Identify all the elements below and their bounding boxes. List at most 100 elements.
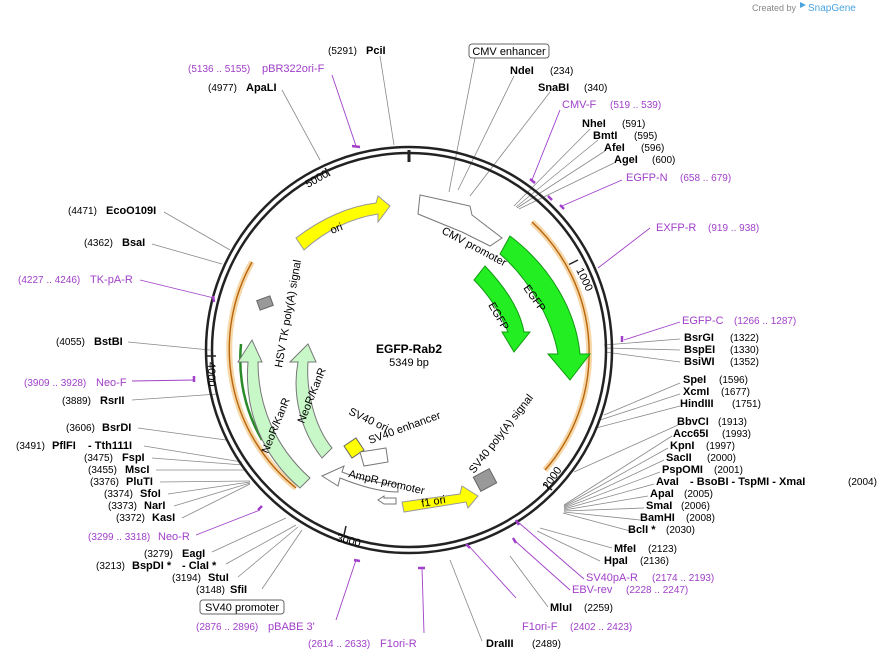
sv40-ori-box <box>343 437 365 459</box>
site-eagi-name: EagI <box>182 548 205 560</box>
primer-exfpr-range: (919 .. 938) <box>708 223 759 234</box>
site-apali-name: ApaLI <box>246 82 277 94</box>
site-eagi-pos: (3279) <box>144 549 173 560</box>
ruler-4000: 4000 <box>205 362 217 386</box>
primer-neor-name: Neo-R <box>158 531 190 543</box>
ampr-promoter-arrow <box>320 465 399 493</box>
primer-sv40par-name: SV40pA-R <box>586 572 638 584</box>
site-avai-pos: (2004) <box>848 477 877 488</box>
label-sv40-polya: SV40 poly(A) signal <box>467 392 536 476</box>
primer-sv40par-range: (2174 .. 2193) <box>652 573 714 584</box>
ori-arrow <box>295 195 391 251</box>
primer-pbr322-range: (5136 .. 5155) <box>188 64 250 75</box>
site-acc65i-name: Acc65I <box>673 428 708 440</box>
hsv-tk-box <box>256 295 274 311</box>
site-sacii-name: SacII <box>666 452 692 464</box>
site-avai-rest: - BsoBI - TspMI - XmaI <box>690 476 805 488</box>
site-rsrii-name: RsrII <box>100 395 124 407</box>
site-spei-name: SpeI <box>683 374 706 386</box>
site-hpai-name: HpaI <box>604 555 628 567</box>
label-f1-ori: f1 ori <box>420 494 446 510</box>
site-pflfi-pos: (3491) <box>16 441 45 452</box>
site-ndei-name: NdeI <box>510 65 534 77</box>
site-kpni-name: KpnI <box>670 440 694 452</box>
plasmid-length: 5349 bp <box>389 357 429 369</box>
label-sv40-ori: SV40 ori <box>347 406 390 435</box>
site-apai-name: ApaI <box>650 488 674 500</box>
ruler-5000: 5000 <box>304 168 331 191</box>
plasmid-name: EGFP-Rab2 <box>376 342 442 356</box>
backbone-outer-circle <box>204 145 614 555</box>
primer-egfpc-range: (1266 .. 1287) <box>734 316 796 327</box>
orf-neo-arc-line <box>228 261 297 489</box>
label-cmv-enhancer: CMV enhancer <box>472 46 546 58</box>
neor-outer-arrow <box>237 338 311 489</box>
site-bsrdi-name: BsrDI <box>102 422 131 434</box>
primer-cmvf-range: (519 .. 539) <box>610 100 661 111</box>
site-hindiii-pos: (1751) <box>732 399 761 410</box>
primer-ebvrev-range: (2228 .. 2247) <box>626 585 688 596</box>
primer-f1orir-range: (2614 .. 2633) <box>308 639 370 650</box>
site-sfii-name: SfiI <box>230 584 247 596</box>
site-bspdi-pos: (3213) <box>96 561 125 572</box>
site-ecoo109i-pos: (4471) <box>68 206 97 217</box>
primer-lines <box>131 74 681 634</box>
site-apai-pos: (2005) <box>684 489 713 500</box>
site-smai-pos: (2006) <box>681 501 710 512</box>
cmv-enhancer-box <box>468 43 550 59</box>
site-bcli-pos: (2030) <box>666 525 695 536</box>
site-sfii-pos: (3148) <box>196 585 225 596</box>
site-bamhi-pos: (2008) <box>686 513 715 524</box>
primer-pbr322-name: pBR322ori-F <box>262 63 325 75</box>
site-acc65i-pos: (1993) <box>722 429 751 440</box>
site-xcmi-name: XcmI <box>683 386 709 398</box>
site-bsai-name: BsaI <box>122 237 145 249</box>
primer-neof-range: (3909 .. 3928) <box>24 378 86 389</box>
site-afei-name: AfeI <box>604 142 625 154</box>
primer-f1orif-range: (2402 .. 2423) <box>570 622 632 633</box>
site-ecoo109i-name: EcoO109I <box>106 205 156 217</box>
site-mlui-pos: (2259) <box>584 603 613 614</box>
primer-pbabe-range: (2876 .. 2896) <box>196 622 258 633</box>
orf-neo-green-line <box>239 343 264 441</box>
sv40-enhancer-box <box>359 447 389 467</box>
site-bcli-name: BclI * <box>628 524 656 536</box>
site-agei-pos: (600) <box>652 155 675 166</box>
primer-egfpn-range: (658 .. 679) <box>680 173 731 184</box>
credit-brand: SnapGene <box>808 3 856 14</box>
neor-inner-arrow <box>288 343 333 459</box>
site-bspdi-rest: - ClaI * <box>182 560 217 572</box>
egfp-outer-arrow <box>499 235 592 381</box>
small-promoter-arrow <box>377 495 397 505</box>
site-mfei-name: MfeI <box>614 543 636 555</box>
primer-neor-range: (3299 .. 3318) <box>88 532 150 543</box>
site-hpai-pos: (2136) <box>640 556 669 567</box>
primer-f1orir-name: F1ori-R <box>380 638 417 650</box>
site-msci-name: MscI <box>125 464 149 476</box>
site-bbvci-pos: (1913) <box>718 417 747 428</box>
primer-egfpc-name: EGFP-C <box>682 315 724 327</box>
site-avai-name: AvaI <box>656 476 679 488</box>
site-pcii-name: PciI <box>366 45 386 57</box>
site-stui-pos: (3194) <box>172 573 201 584</box>
cmv-promoter-arrow <box>417 194 503 247</box>
site-pspomi-pos: (2001) <box>714 465 743 476</box>
site-mfei-pos: (2123) <box>648 544 677 555</box>
ruler-ticks <box>206 150 579 536</box>
site-nhei-name: NheI <box>582 118 606 130</box>
credit-text: Created by <box>752 3 797 13</box>
site-bamhi-name: BamHI <box>640 512 675 524</box>
site-mlui-name: MluI <box>550 602 572 614</box>
site-xcmi-pos: (1677) <box>721 387 750 398</box>
site-fspi-name: FspI <box>122 452 145 464</box>
site-snabi-name: SnaBI <box>538 82 569 94</box>
site-sfoi-pos: (3374) <box>104 489 133 500</box>
orf-egfp-arc-line <box>531 221 590 471</box>
site-msci-pos: (3455) <box>88 465 117 476</box>
site-kpni-pos: (1997) <box>706 441 735 452</box>
site-nhei-pos: (591) <box>622 119 645 130</box>
site-bbvci-name: BbvCI <box>677 416 709 428</box>
egfp-inner-arrow <box>473 265 532 353</box>
sv40-polya-box <box>472 468 498 492</box>
